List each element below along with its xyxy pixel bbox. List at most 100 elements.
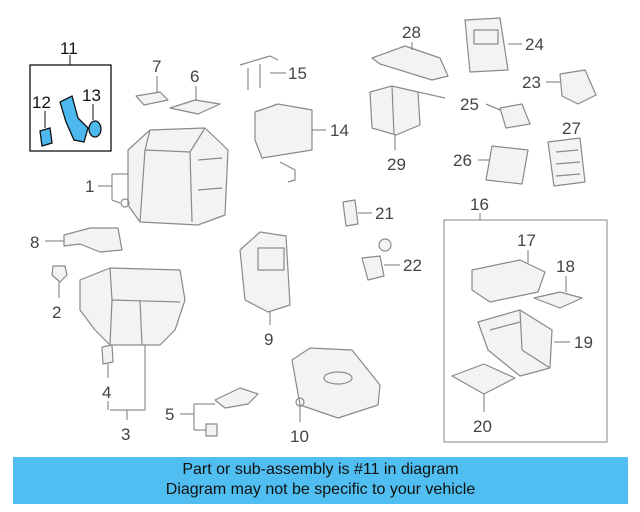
part-9-side-panel[interactable] [239,231,291,313]
part-27-rows [555,149,581,177]
part-25-switch[interactable] [499,103,531,129]
part-14-bin[interactable] [254,103,313,159]
callout-3[interactable]: 3 [121,425,130,444]
callout-2[interactable]: 2 [52,303,61,322]
part-10-cupholder[interactable] [291,347,381,419]
part-29-edges [391,85,446,136]
part-8-duct[interactable] [63,227,123,253]
callout-1[interactable]: 1 [85,177,94,196]
part-11-bracket[interactable] [59,95,89,143]
part-5-group: 5 [165,387,259,437]
part-9-group: 9 [239,231,291,349]
part-28-group: 28 [371,23,449,81]
part-15-bracket[interactable] [239,55,279,90]
part-17-lid[interactable] [471,259,546,303]
callout-21[interactable]: 21 [375,204,394,223]
part-11-group[interactable]: 11 12 13 [29,39,112,152]
part-15-group: 15 [239,55,307,90]
part-6-group: 6 [169,67,221,115]
part-2-group: 2 [51,265,68,322]
part-24-module[interactable] [464,17,509,73]
part-21-socket[interactable] [342,199,359,227]
part-3-lower-frame[interactable] [79,267,186,346]
part-27-group: 27 [547,119,586,187]
callout-12[interactable]: 12 [32,93,51,112]
callout-29[interactable]: 29 [387,155,406,174]
banner-line-1: Part or sub-assembly is #11 in diagram [182,461,459,478]
callout-4[interactable]: 4 [102,383,111,402]
part-12-clip[interactable] [39,127,53,147]
callout-6[interactable]: 6 [190,67,199,86]
callout-27[interactable]: 27 [562,119,581,138]
callout-22[interactable]: 22 [403,256,422,275]
callout-18[interactable]: 18 [556,257,575,276]
part-22-group: 22 [361,238,422,281]
part-28-armrest[interactable] [371,45,449,81]
part-22-cap[interactable] [378,238,392,252]
callout-24[interactable]: 24 [525,35,544,54]
callout-8[interactable]: 8 [30,233,39,252]
callout-17[interactable]: 17 [517,231,536,250]
callout-5[interactable]: 5 [165,405,174,424]
callout-28[interactable]: 28 [402,23,421,42]
part-1-hole [120,198,130,208]
part-23-knob-unit[interactable] [559,69,597,105]
part-10-group: 10 [290,347,381,446]
part-21-group: 21 [342,199,394,227]
part-16-group: 16 17 18 19 20 [443,195,608,443]
callout-16[interactable]: 16 [470,195,489,214]
part-3-group: 3 [79,267,186,444]
part-29-latch[interactable] [369,85,421,136]
part-5-leader [180,403,215,431]
part-1-ribs [197,157,223,191]
part-4-clip[interactable] [101,344,114,365]
callout-25[interactable]: 25 [460,95,479,114]
callout-10[interactable]: 10 [290,427,309,446]
callout-11[interactable]: 11 [60,39,78,58]
callout-9[interactable]: 9 [264,330,273,349]
callout-13[interactable]: 13 [82,86,101,105]
callout-23[interactable]: 23 [522,73,541,92]
part-14-wire [279,161,296,183]
part-23-group: 23 [522,69,597,105]
part-5-bracket[interactable] [214,387,259,409]
info-banner: Part or sub-assembly is #11 in diagram D… [13,457,628,504]
callout-26[interactable]: 26 [453,151,472,170]
callout-15[interactable]: 15 [288,64,307,83]
part-13-bushing[interactable] [88,120,102,138]
part-3-leader [110,345,146,420]
part-22-outlet[interactable] [361,255,385,281]
part-24-panel [473,29,499,45]
part-29-group: 29 [369,85,446,174]
part-6-tray[interactable] [169,99,221,115]
part-8-group: 8 [30,227,123,253]
part-2-pin[interactable] [51,265,68,283]
part-25-leader [485,103,501,111]
part-7-lid[interactable] [135,91,169,106]
part-7-group: 7 [135,57,169,106]
part-5-clip[interactable] [205,423,218,437]
part-4-group: 4 [101,344,114,410]
part-19-edges [489,309,551,369]
part-14-group: 14 [254,103,349,183]
part-24-group: 24 [464,17,544,73]
part-26-group: 26 [453,145,529,185]
callout-20[interactable]: 20 [473,417,492,436]
part-1-edges [139,127,206,223]
part-1-group: 1 [85,127,229,226]
callout-7[interactable]: 7 [152,57,161,76]
part-1-leader [98,173,128,204]
part-26-trim-plate[interactable] [485,145,529,185]
part-10-cup-ring [323,371,353,385]
callout-14[interactable]: 14 [330,121,349,140]
part-20-mat[interactable] [451,363,516,395]
part-9-opening [257,247,285,271]
part-25-group: 25 [460,95,531,129]
part-18-pad[interactable] [533,291,583,309]
part-16-box [443,219,608,443]
callout-19[interactable]: 19 [574,333,593,352]
banner-line-2: Diagram may not be specific to your vehi… [165,481,476,498]
part-1-console-shell[interactable] [127,127,229,226]
